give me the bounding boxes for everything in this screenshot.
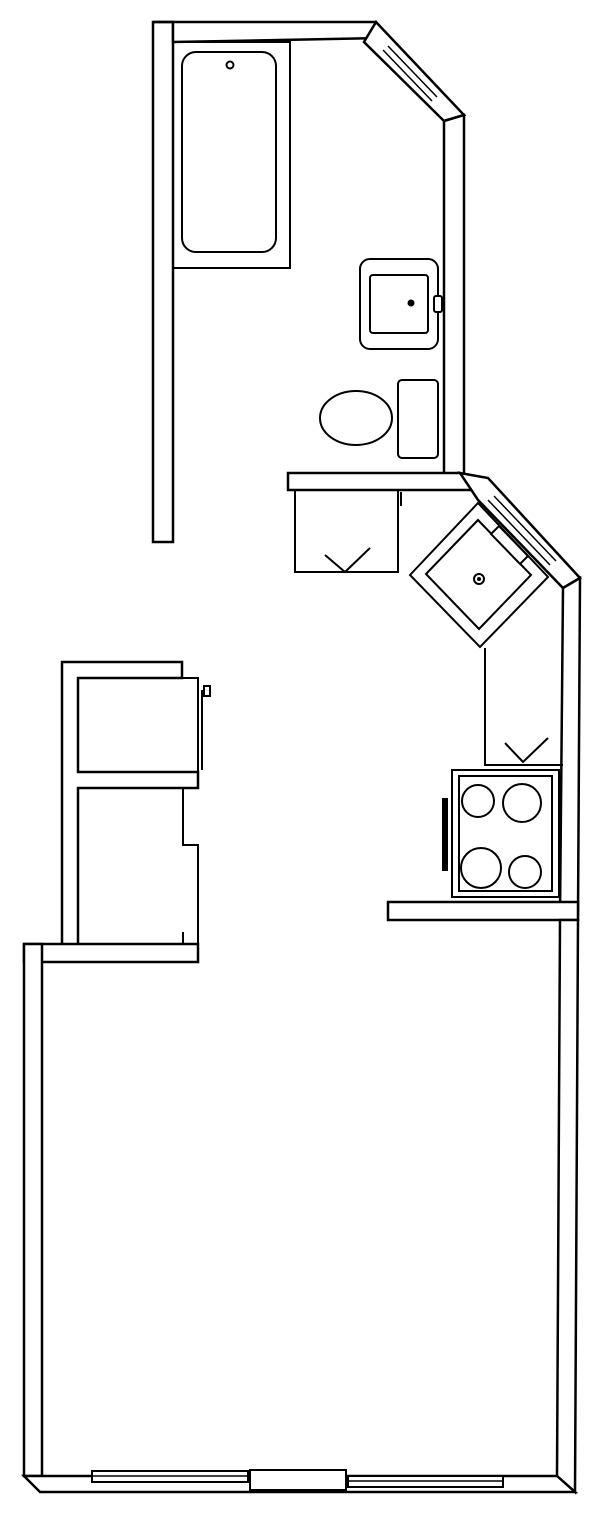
kitchen-window bbox=[487, 495, 557, 566]
closets bbox=[22, 660, 211, 964]
toilet bbox=[319, 379, 439, 459]
closet-walls bbox=[22, 660, 200, 964]
bathroom-sink bbox=[359, 258, 443, 350]
base-cabinet-upper bbox=[294, 490, 402, 574]
bathtub bbox=[173, 41, 291, 269]
base-cabinet-lower bbox=[484, 648, 563, 766]
kitchen-sink bbox=[408, 501, 550, 649]
living-room bbox=[20, 918, 580, 1495]
living-window-right bbox=[347, 1475, 504, 1488]
closet-upper bbox=[77, 677, 211, 773]
bathroom bbox=[151, 19, 467, 544]
living-west-wall bbox=[22, 942, 44, 1478]
kitchen-south-wall bbox=[386, 900, 580, 922]
kitchen-east-wall bbox=[558, 575, 582, 917]
bathroom-angled-wall bbox=[362, 19, 467, 123]
living-east-wall bbox=[555, 918, 580, 1495]
bathroom-window bbox=[382, 45, 438, 102]
bathroom-west-wall bbox=[151, 20, 175, 544]
cooktop bbox=[442, 769, 560, 898]
kitchen-partition-wall bbox=[286, 471, 484, 492]
bathroom-east-wall bbox=[442, 113, 466, 482]
living-window-left bbox=[91, 1470, 249, 1483]
closet-lower bbox=[78, 787, 199, 944]
kitchen bbox=[286, 471, 582, 922]
living-door-center bbox=[249, 1469, 347, 1491]
bathroom-north-wall bbox=[153, 20, 387, 44]
